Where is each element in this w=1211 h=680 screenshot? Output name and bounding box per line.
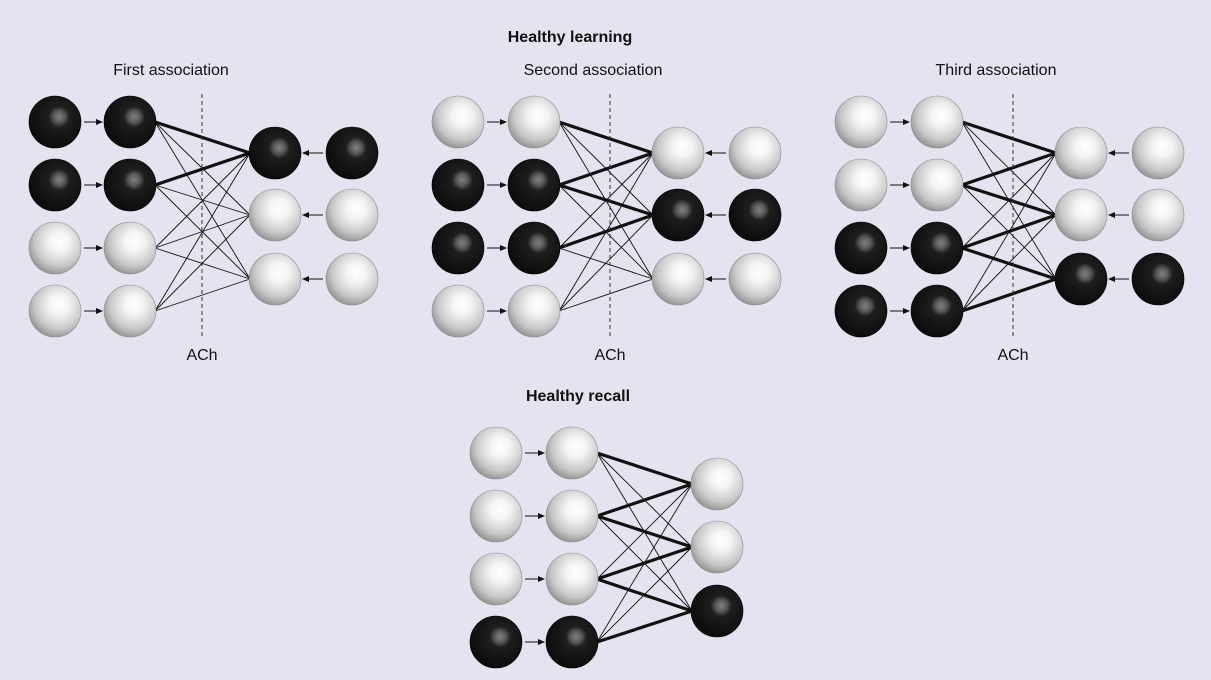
output-neuron-inactive [1054, 126, 1108, 180]
network-panels [28, 94, 1185, 669]
relay-neuron-active [103, 95, 157, 149]
panel-third [834, 94, 1185, 338]
relay-neuron-inactive [545, 426, 599, 480]
input-neuron-active [834, 284, 888, 338]
weak-synapse [596, 546, 693, 643]
strong-synapse [961, 277, 1057, 313]
relay-neuron-inactive [910, 95, 964, 149]
learning-title: Healthy learning [508, 29, 632, 46]
panel-first-title: First association [113, 62, 229, 79]
synapse-matrix [558, 120, 654, 312]
panel-second-title: Second association [524, 62, 663, 79]
relay-neuron-active [545, 615, 599, 669]
panel-third-title: Third association [936, 62, 1057, 79]
synapse-matrix [961, 120, 1057, 313]
weak-synapse [961, 214, 1057, 312]
input-neuron-active [431, 221, 485, 275]
output-neuron-inactive [248, 252, 302, 306]
weak-synapse [154, 278, 251, 312]
input-neuron-inactive [834, 95, 888, 149]
recall-title: Healthy recall [526, 388, 630, 405]
weak-synapse [961, 152, 1057, 249]
strong-synapse [596, 482, 693, 518]
panel-first-ach-label: ACh [186, 347, 217, 364]
input-neuron-active [28, 158, 82, 212]
output-neuron-inactive [690, 457, 744, 511]
teacher-neuron-inactive [1131, 126, 1185, 180]
relay-neuron-inactive [103, 221, 157, 275]
strong-synapse [558, 120, 654, 155]
input-neuron-active [28, 95, 82, 149]
relay-neuron-active [507, 158, 561, 212]
teacher-neuron-inactive [1131, 188, 1185, 242]
output-neuron-active [248, 126, 302, 180]
output-neuron-inactive [651, 252, 705, 306]
weak-synapse [558, 278, 654, 312]
panel-third-ach-label: ACh [997, 347, 1028, 364]
teacher-neuron-active [325, 126, 379, 180]
relay-neuron-inactive [545, 489, 599, 543]
input-neuron-inactive [469, 489, 523, 543]
weak-synapse [558, 214, 654, 312]
weak-synapse [558, 152, 654, 249]
weak-synapse [961, 152, 1057, 312]
input-neuron-inactive [28, 284, 82, 338]
strong-synapse [596, 451, 693, 486]
output-neuron-inactive [248, 188, 302, 242]
teacher-neuron-active [1131, 252, 1185, 306]
input-neuron-inactive [28, 221, 82, 275]
output-neuron-inactive [690, 520, 744, 574]
relay-neuron-active [103, 158, 157, 212]
weak-synapse [596, 483, 693, 580]
weak-synapse [154, 152, 251, 312]
strong-synapse [596, 609, 693, 644]
output-neuron-inactive [1054, 188, 1108, 242]
panel-second [431, 94, 782, 338]
output-neuron-active [1054, 252, 1108, 306]
output-neuron-active [651, 188, 705, 242]
input-neuron-inactive [431, 284, 485, 338]
weak-synapse [596, 483, 693, 643]
relay-neuron-inactive [507, 284, 561, 338]
relay-neuron-inactive [910, 158, 964, 212]
weak-synapse [558, 152, 654, 312]
strong-synapse [154, 151, 251, 187]
relay-neuron-inactive [507, 95, 561, 149]
panel-recall [469, 426, 744, 669]
input-neuron-active [431, 158, 485, 212]
panel-first [28, 94, 379, 338]
panel-second-ach-label: ACh [594, 347, 625, 364]
teacher-neuron-inactive [728, 252, 782, 306]
input-neuron-inactive [834, 158, 888, 212]
output-neuron-active [690, 584, 744, 638]
strong-synapse [558, 151, 654, 187]
input-neuron-active [834, 221, 888, 275]
relay-neuron-active [507, 221, 561, 275]
relay-neuron-active [910, 221, 964, 275]
relay-neuron-inactive [545, 552, 599, 606]
relay-neuron-active [910, 284, 964, 338]
teacher-neuron-active [728, 188, 782, 242]
input-neuron-inactive [431, 95, 485, 149]
strong-synapse [961, 120, 1057, 155]
input-neuron-inactive [469, 552, 523, 606]
input-neuron-inactive [469, 426, 523, 480]
teacher-neuron-inactive [325, 188, 379, 242]
input-neuron-active [469, 615, 523, 669]
strong-synapse [961, 151, 1057, 187]
synapse-matrix [596, 451, 693, 644]
teacher-neuron-inactive [728, 126, 782, 180]
teacher-neuron-inactive [325, 252, 379, 306]
output-neuron-inactive [651, 126, 705, 180]
relay-neuron-inactive [103, 284, 157, 338]
